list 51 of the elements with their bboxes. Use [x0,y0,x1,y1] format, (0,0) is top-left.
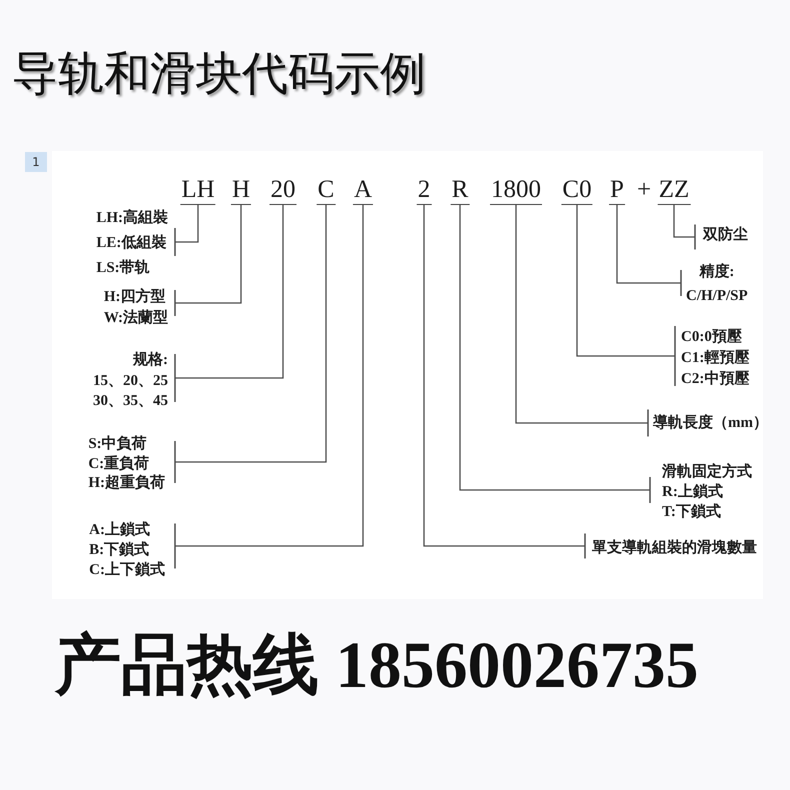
leader-line [423,205,586,560]
leader-line [459,205,651,504]
leader-line [174,205,284,403]
code-segment: P [609,176,625,205]
plus-sign: + [636,176,652,204]
code-segment: C0 [561,176,593,205]
option-text: 双防尘 [703,225,748,245]
option-text: W:法蘭型 [104,308,168,328]
option-text: T:下鎖式 [662,502,722,522]
option-text: C1:輕預壓 [681,348,750,368]
code-segment: 20 [270,176,296,205]
option-text: 導軌長度（mm） [653,413,768,433]
figure-number-tag: 1 [25,152,47,172]
code-segment: R [450,176,470,205]
code-segment: A [352,176,374,205]
option-text: C:上下鎖式 [89,560,165,580]
option-text: S:中負荷 [88,435,148,454]
code-segment: 1800 [490,176,542,205]
leader-line [576,205,676,387]
hotline-text: 产品热线 18560026735 [55,628,698,704]
option-text: B:下鎖式 [89,540,150,560]
leader-line [616,205,682,297]
leader-line [515,205,649,438]
page-title: 导轨和滑块代码示例 [12,47,426,101]
option-text: LH:高組裝 [96,208,168,228]
option-text: 30、35、45 [93,392,168,411]
option-text: R:上鎖式 [662,482,724,502]
option-text: LE:低組裝 [96,233,168,253]
leader-line [174,205,242,317]
option-text: 單支導軌組裝的滑塊數量 [592,538,757,558]
leader-line [174,205,199,257]
leader-line [174,205,364,570]
leader-line [174,205,327,484]
leader-line [673,205,696,250]
option-text: LS:带轨 [96,258,151,278]
code-segment: H [230,176,252,205]
option-text: A:上鎖式 [89,520,151,540]
option-text: H:超重負荷 [88,474,165,493]
option-text: 规格: [132,350,168,370]
code-segment: LH [180,176,216,205]
code-segment: C [316,176,336,205]
option-text: 15、20、25 [93,372,168,390]
option-text: C0:0預壓 [681,328,743,347]
code-segment: ZZ [658,176,690,205]
option-text: 滑軌固定方式 [662,462,752,482]
code-segment: 2 [416,176,432,205]
option-text: C:重負荷 [88,454,150,474]
option-text: H:四方型 [104,287,166,307]
option-text: 精度: [698,262,736,282]
option-text: C2:中預壓 [681,369,750,389]
option-text: C/H/P/SP [686,287,748,306]
